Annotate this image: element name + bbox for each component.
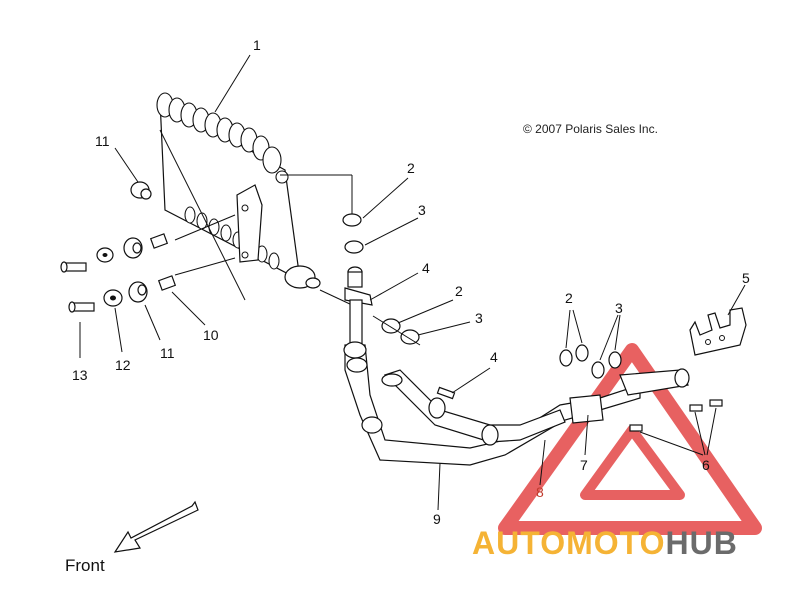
callout-3-top: 3 <box>418 202 426 218</box>
bolt-part-6-a <box>689 404 703 412</box>
bracket-part-5 <box>689 307 747 356</box>
grommet-part-11-lower <box>128 281 148 303</box>
callout-5: 5 <box>742 270 750 286</box>
oil-cooler-part-1 <box>156 92 321 289</box>
callout-4-mid: 4 <box>490 349 498 365</box>
watermark-part2: HUB <box>665 525 737 561</box>
callout-8: 8 <box>536 484 544 500</box>
washer-part-2-right-a <box>559 349 573 367</box>
bolt-part-4-mid <box>436 386 456 400</box>
washer-part-2-top <box>342 213 362 227</box>
callout-10: 10 <box>203 327 219 343</box>
grommet-upper-mid <box>123 237 143 259</box>
washer-part-3-mid <box>400 329 420 345</box>
bolt-part-6-b <box>709 399 723 407</box>
callout-3-mid: 3 <box>475 310 483 326</box>
front-label: Front <box>65 556 105 575</box>
washer-hole-12 <box>110 295 116 301</box>
washer-part-3-right-b <box>608 351 622 369</box>
callout-2-mid: 2 <box>455 283 463 299</box>
vertical-fitting <box>344 266 373 346</box>
bolt-upper <box>60 261 87 273</box>
callout-9: 9 <box>433 511 441 527</box>
callout-2-right: 2 <box>565 290 573 306</box>
bushing-upper <box>149 233 169 249</box>
copyright-text: © 2007 Polaris Sales Inc. <box>523 122 658 136</box>
callout-3-right: 3 <box>615 300 623 316</box>
grommet-part-11-upper <box>130 181 152 200</box>
callout-12: 12 <box>115 357 131 373</box>
callout-11-lower: 11 <box>160 345 175 361</box>
callout-4-top: 4 <box>422 260 430 276</box>
bolt-part-13 <box>68 301 95 313</box>
callout-11-upper: 11 <box>95 133 110 149</box>
watermark-part1: AUTOMOTO <box>472 525 665 561</box>
callout-13: 13 <box>72 367 88 383</box>
washer-part-3-right-a <box>591 361 605 379</box>
callout-1: 1 <box>253 37 261 53</box>
bolt-part-6-c <box>629 424 643 432</box>
front-arrow-icon <box>113 500 199 553</box>
oil-hose-assembly <box>343 341 690 466</box>
callout-6: 6 <box>702 457 710 473</box>
watermark-triangle <box>498 343 762 535</box>
callout-7: 7 <box>580 457 588 473</box>
washer-part-3-top <box>344 240 364 254</box>
callout-2-top: 2 <box>407 160 415 176</box>
watermark-text: AUTOMOTOHUB <box>472 525 738 561</box>
bushing-part-10 <box>157 275 177 291</box>
washer-upper-hole <box>102 253 108 257</box>
washer-part-2-right-b <box>575 344 589 362</box>
